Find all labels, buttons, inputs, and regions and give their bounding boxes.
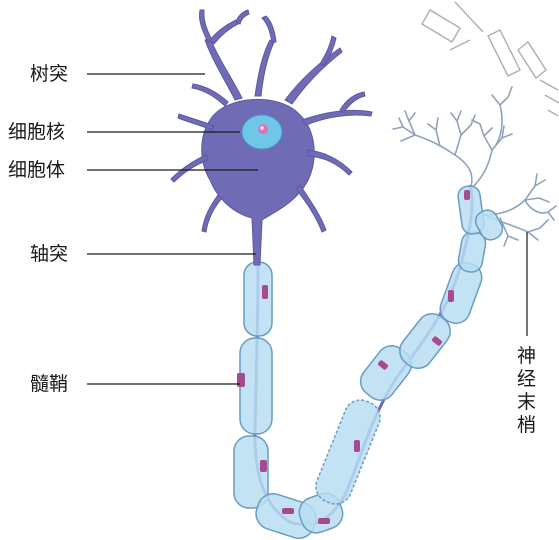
- nucleus-label: 细胞核: [8, 121, 65, 143]
- nerve-ending-label: 神 经 末 梢: [517, 345, 536, 436]
- dendrite-label: 树突: [30, 63, 68, 85]
- myelin-sheath-label: 髓鞘: [30, 373, 68, 395]
- myelin-sheath-chain: [234, 185, 506, 540]
- nerve-ending-char: 梢: [517, 414, 536, 436]
- nerve-ending-char: 末: [517, 391, 536, 413]
- axon-label: 轴突: [30, 243, 68, 265]
- nucleus: [242, 115, 282, 149]
- cell-body-label: 细胞体: [8, 159, 65, 181]
- watermark: [422, 2, 559, 116]
- nerve-ending-char: 经: [517, 368, 536, 390]
- nerve-ending-char: 神: [517, 345, 536, 367]
